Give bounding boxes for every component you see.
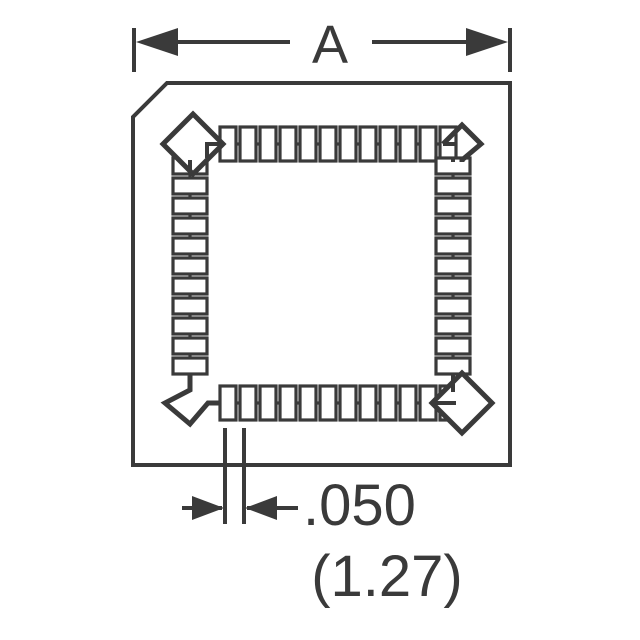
pad: [434, 256, 472, 276]
pad: [318, 125, 338, 163]
pad: [171, 216, 209, 236]
pad: [434, 236, 472, 256]
pad: [258, 384, 278, 422]
pad: [358, 384, 378, 422]
pad: [398, 125, 418, 163]
pad: [171, 296, 209, 316]
pad: [378, 125, 398, 163]
corner-key-bottom-left: [160, 375, 220, 428]
pad: [434, 196, 472, 216]
overall-width-label: A: [312, 15, 348, 75]
corner-diamond-icon: [428, 369, 496, 437]
pad: [358, 125, 378, 163]
pad: [418, 125, 438, 163]
pad: [171, 356, 209, 376]
corner-key-bottom-right: [428, 369, 496, 437]
pad-column-left: [171, 156, 209, 376]
pad: [298, 125, 318, 163]
pad: [434, 356, 472, 376]
pitch-arrow-left-icon: [245, 496, 277, 520]
pad: [171, 176, 209, 196]
pad: [171, 336, 209, 356]
pad: [171, 276, 209, 296]
pad: [318, 384, 338, 422]
pad: [434, 296, 472, 316]
corner-chevron-icon: [160, 375, 220, 428]
pitch-arrow-right-icon: [192, 496, 224, 520]
corner-key-top-right: [441, 121, 485, 162]
pitch-label-inch: .050: [303, 473, 416, 538]
corner-key-top-left: [159, 110, 227, 178]
dimension-arrow-right-icon: [466, 28, 508, 56]
pitch-dimension-group: [182, 428, 298, 524]
pad-column-right: [434, 156, 472, 376]
pad: [238, 384, 258, 422]
pad: [434, 176, 472, 196]
pad: [338, 125, 358, 163]
corner-diamond-icon: [159, 110, 227, 178]
pad: [278, 384, 298, 422]
dimension-arrow-left-icon: [136, 28, 178, 56]
pad: [434, 316, 472, 336]
component-body-outline: [131, 81, 512, 467]
pad: [218, 384, 238, 422]
pad: [278, 125, 298, 163]
pad: [258, 125, 278, 163]
pad: [171, 196, 209, 216]
pad: [338, 384, 358, 422]
pad: [171, 236, 209, 256]
pad: [434, 336, 472, 356]
pad: [434, 216, 472, 236]
pad: [434, 276, 472, 296]
corner-key-lead-top-left: [205, 142, 220, 158]
pitch-label-mm: (1.27): [311, 544, 463, 609]
pad: [171, 316, 209, 336]
pad: [171, 256, 209, 276]
corner-chevron-icon: [441, 121, 485, 162]
overall-width-dimension-group: [132, 28, 512, 72]
pad: [378, 384, 398, 422]
pad: [398, 384, 418, 422]
pad: [238, 125, 258, 163]
pad: [298, 384, 318, 422]
